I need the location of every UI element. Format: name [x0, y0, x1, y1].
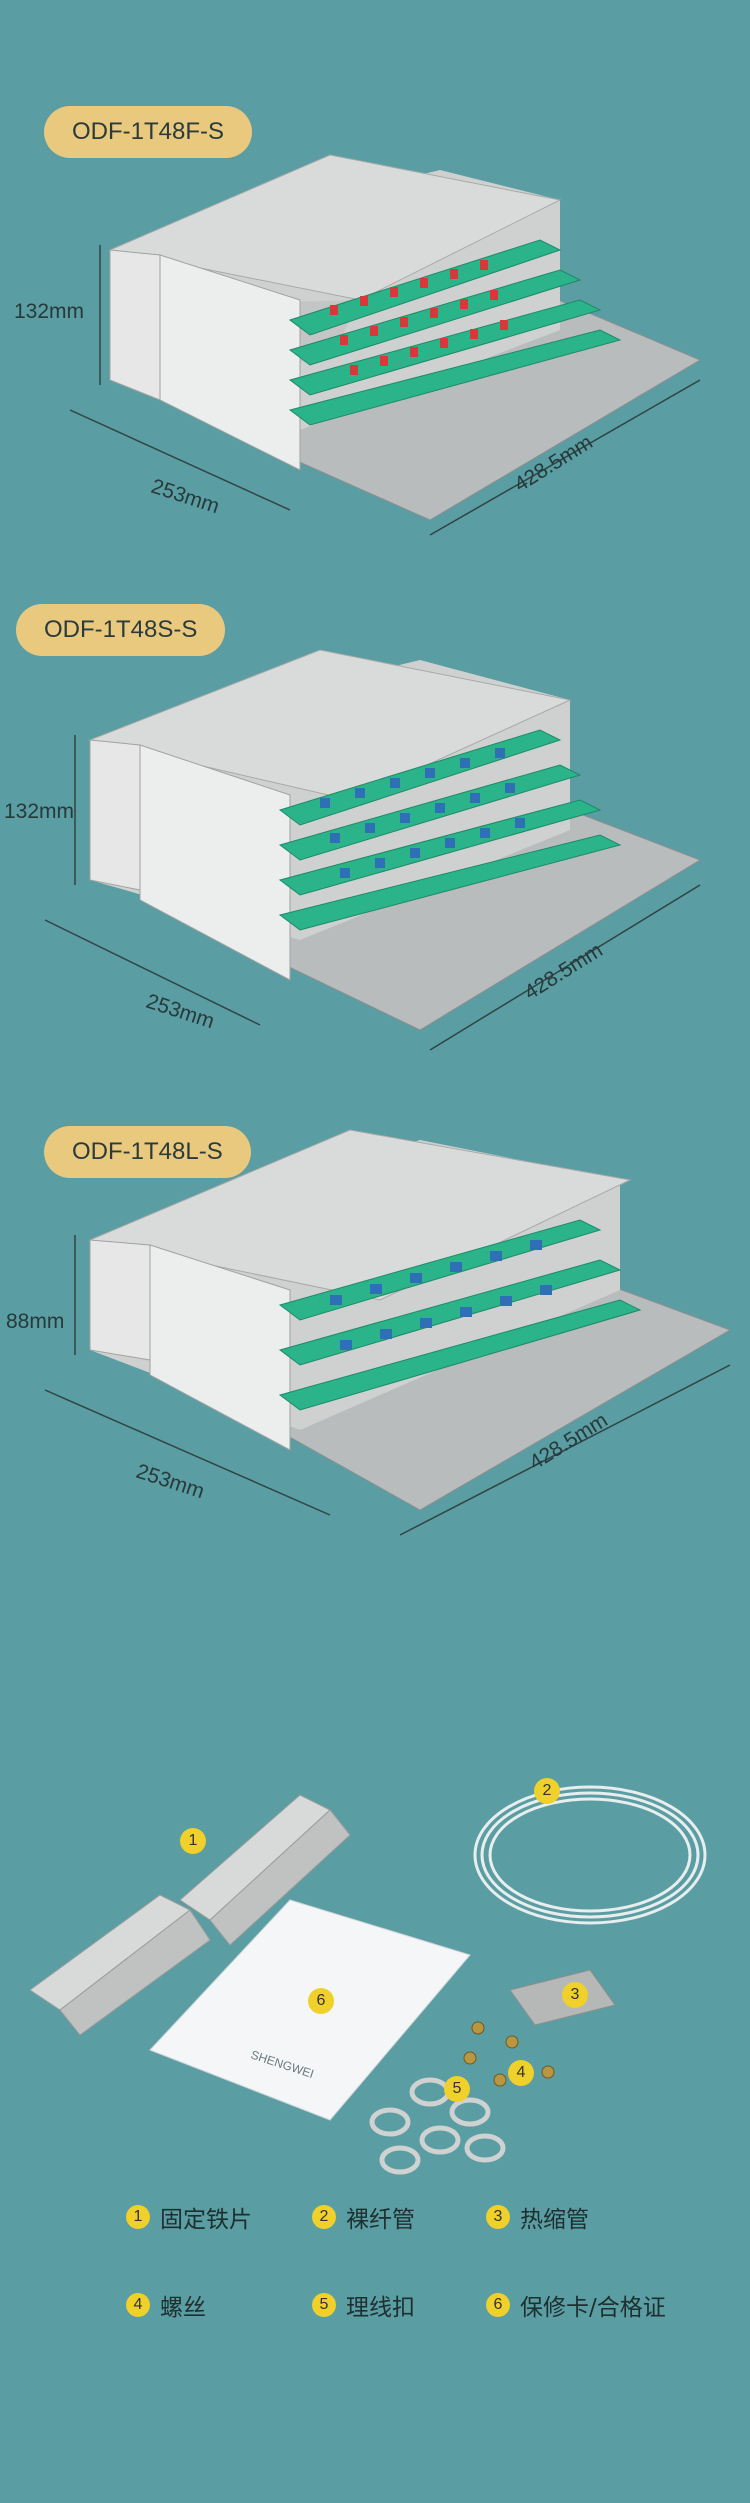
model-label: ODF-1T48F-S — [44, 106, 253, 158]
legend-item-1: 1 固定铁片 — [126, 2200, 252, 2234]
accessories-illustration: SHENGWEI — [29, 1785, 707, 2175]
legend-number: 3 — [486, 2205, 510, 2229]
product-section-3: ODF-1T48L-S 88mm 253mm 428.5mm — [0, 1100, 750, 1600]
product-section-2: ODF-1T48S-S 132mm 253mm 428.5mm — [0, 560, 750, 1100]
legend-label: 理线扣 — [346, 2295, 415, 2321]
odf-unit-illustration — [44, 649, 702, 1051]
badge-5: 5 — [444, 2076, 470, 2102]
legend-label: 螺丝 — [160, 2295, 206, 2321]
legend-item-3: 3 热缩管 — [486, 2200, 589, 2234]
odf-unit-illustration — [44, 1129, 732, 1536]
legend-number: 1 — [126, 2205, 150, 2229]
legend-item-6: 6 保修卡/合格证 — [486, 2288, 666, 2322]
mounting-bracket-icon — [29, 1794, 351, 2036]
badge-2: 2 — [534, 1778, 560, 1804]
cable-clip-icon — [369, 2077, 506, 2175]
warranty-card-icon: SHENGWEI — [149, 1899, 471, 2121]
accessories-section: SHENGWEI 1 2 3 4 5 6 1 固定铁片 2 裸纤管 3 热缩管 — [0, 1720, 750, 2503]
legend-number: 2 — [312, 2205, 336, 2229]
legend-number: 5 — [312, 2293, 336, 2317]
fiber-tube-icon — [473, 1785, 707, 1925]
model-label: ODF-1T48S-S — [16, 604, 226, 656]
height-dimension: 132mm — [14, 300, 85, 323]
odf-unit-illustration — [69, 154, 702, 536]
badge-1: 1 — [180, 1828, 206, 1854]
legend-item-4: 4 螺丝 — [126, 2288, 206, 2322]
height-dimension: 132mm — [4, 800, 75, 823]
legend-label: 固定铁片 — [160, 2207, 252, 2233]
screw-icon — [463, 2021, 555, 2087]
legend-label: 裸纤管 — [346, 2207, 415, 2233]
height-dimension: 88mm — [6, 1310, 65, 1333]
product-section-1: ODF-1T48F-S — [0, 0, 750, 560]
legend-number: 4 — [126, 2293, 150, 2317]
legend-item-5: 5 理线扣 — [312, 2288, 415, 2322]
model-label: ODF-1T48L-S — [44, 1126, 251, 1178]
legend-number: 6 — [486, 2293, 510, 2317]
badge-4: 4 — [508, 2060, 534, 2086]
legend-label: 热缩管 — [520, 2207, 589, 2233]
badge-3: 3 — [562, 1982, 588, 2008]
legend-item-2: 2 裸纤管 — [312, 2200, 415, 2234]
legend-label: 保修卡/合格证 — [520, 2295, 666, 2321]
badge-6: 6 — [308, 1988, 334, 2014]
